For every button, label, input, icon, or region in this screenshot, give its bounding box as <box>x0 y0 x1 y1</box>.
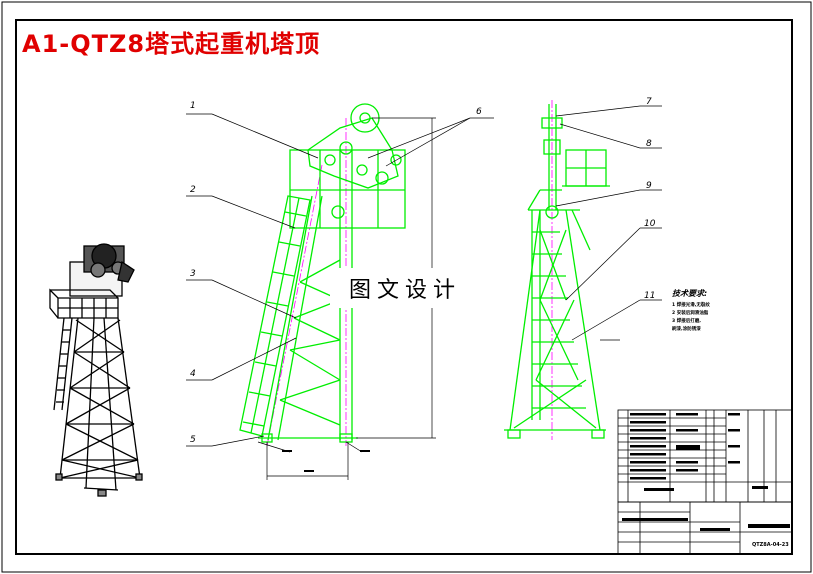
technical-requirements: 技术要求: 1 焊接光滑,无裂纹 2 安装后润滑油脂 3 焊接后打磨, 刷漆,涂… <box>672 288 756 334</box>
callout-4: 4 <box>190 369 196 379</box>
tech-note-1: 1 焊接光滑,无裂纹 <box>672 303 710 308</box>
tech-note-4: 刷漆,涂防锈漆 <box>672 327 701 332</box>
watermark-text: 图文设计 <box>330 268 480 308</box>
title-block <box>617 409 793 555</box>
callout-7: 7 <box>646 97 652 107</box>
callout-3: 3 <box>190 269 196 279</box>
callout-11: 11 <box>644 291 655 301</box>
callout-10: 10 <box>644 219 656 229</box>
front-view: 1 2 3 4 5 6 <box>186 101 494 480</box>
callout-1: 1 <box>190 101 196 111</box>
callout-8: 8 <box>646 139 652 149</box>
inner-frame <box>15 19 793 555</box>
drawing-title: A1-QTZ8塔式起重机塔顶 <box>22 30 321 58</box>
title-block-fills <box>622 413 790 531</box>
tower-3d-view <box>49 243 143 497</box>
tech-note-2: 2 安装后润滑油脂 <box>672 311 709 316</box>
side-view: 7 8 9 10 11 <box>504 97 662 440</box>
tech-notes-title: 技术要求: <box>672 289 708 298</box>
drawing-number: QTZ8A-04-23 <box>752 542 789 548</box>
callout-2: 2 <box>190 185 196 195</box>
callout-6: 6 <box>476 107 482 117</box>
callout-5: 5 <box>190 435 196 445</box>
callout-9: 9 <box>646 181 652 191</box>
tech-note-3: 3 焊接后打磨, <box>672 319 701 324</box>
